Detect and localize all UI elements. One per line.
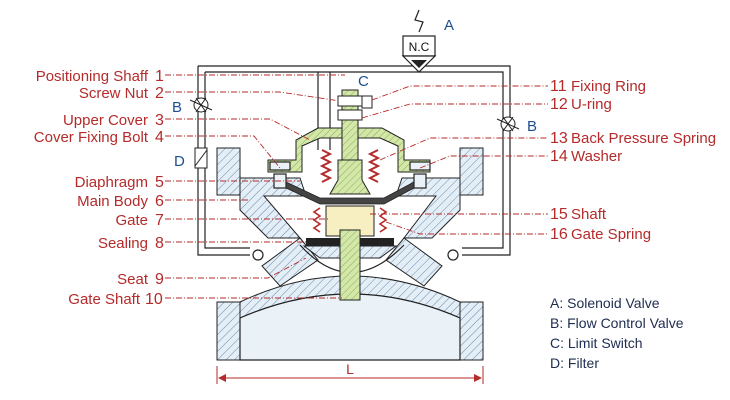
callout-2: Screw Nut 2 (79, 85, 341, 102)
callout-4: Cover Fixing Bolt 4 (34, 129, 281, 169)
callout-11: 11 Fixing Ring (371, 78, 646, 101)
callout-9: Seat 9 (117, 257, 307, 288)
svg-text:9: 9 (155, 271, 164, 288)
svg-text:Main Body: Main Body (77, 193, 148, 210)
svg-text:8: 8 (155, 235, 164, 252)
callout-1: Positioning Shaff 1 (36, 68, 345, 85)
length-dimension: L (216, 361, 484, 384)
callout-3: Upper Cover 3 (63, 112, 311, 141)
lightning-icon (414, 9, 424, 33)
solenoid-valve: N.C A (401, 9, 454, 73)
svg-text:Shaft: Shaft (571, 206, 607, 223)
svg-text:Sealing: Sealing (98, 235, 148, 252)
callout-8: Sealing 8 (98, 235, 308, 252)
svg-text:13: 13 (550, 130, 568, 147)
svg-text:4: 4 (155, 129, 164, 146)
letter-d: D (174, 153, 185, 170)
svg-text:16: 16 (550, 226, 568, 243)
svg-text:Seat: Seat (117, 271, 149, 288)
positioning-shaft: C (337, 73, 373, 161)
callout-14: 14 Washer (419, 148, 622, 169)
svg-text:6: 6 (155, 193, 164, 210)
svg-text:Positioning Shaff: Positioning Shaff (36, 68, 149, 85)
legend-solenoid-valve: A: Solenoid Valve (550, 295, 660, 311)
gate-assembly (302, 205, 398, 301)
svg-text:14: 14 (550, 148, 568, 165)
svg-text:2: 2 (155, 85, 164, 102)
letter-c: C (358, 73, 369, 90)
svg-text:U-ring: U-ring (571, 96, 612, 113)
callout-12: 12 U-ring (361, 96, 612, 119)
flow-control-valve-left: B (172, 97, 213, 116)
callout-10: Gate Shaft 10 (68, 291, 342, 308)
legend-filter: D: Filter (550, 355, 599, 371)
length-label: L (346, 361, 354, 377)
pilot-tubing (197, 65, 511, 261)
svg-text:Cover Fixing Bolt: Cover Fixing Bolt (34, 129, 149, 146)
back-pressure-spring (319, 149, 381, 183)
callout-16: 16 Gate Spring (385, 221, 651, 243)
legend-limit-switch: C: Limit Switch (550, 335, 643, 351)
callout-15: 15 Shaft (370, 206, 607, 223)
svg-text:15: 15 (550, 206, 568, 223)
callout-13: 13 Back Pressure Spring (379, 130, 716, 161)
svg-text:3: 3 (155, 112, 164, 129)
svg-text:Fixing Ring: Fixing Ring (571, 78, 646, 95)
nc-label: N.C (409, 40, 430, 54)
flow-control-valve-right: B (496, 116, 537, 135)
svg-text:Washer: Washer (571, 148, 622, 165)
filter: D (174, 147, 208, 170)
svg-text:Gate Spring: Gate Spring (571, 226, 651, 243)
svg-text:11: 11 (550, 78, 567, 95)
svg-text:Back Pressure Spring: Back Pressure Spring (571, 130, 716, 147)
svg-text:Gate Shaft: Gate Shaft (68, 291, 141, 308)
svg-text:Gate: Gate (115, 212, 148, 229)
diaphragm (285, 181, 415, 205)
svg-text:1: 1 (155, 68, 164, 85)
letter-a: A (444, 17, 454, 34)
letter-b-left: B (172, 99, 182, 116)
svg-text:7: 7 (155, 212, 164, 229)
main-body (216, 147, 484, 361)
callout-7: Gate 7 (115, 212, 328, 229)
legend: A: Solenoid Valve B: Flow Control Valve … (550, 295, 684, 371)
svg-text:5: 5 (155, 174, 164, 191)
svg-text:Upper Cover: Upper Cover (63, 112, 148, 129)
callout-5: Diaphragm 5 (75, 174, 300, 191)
legend-flow-control-valve: B: Flow Control Valve (550, 315, 684, 331)
svg-text:Screw Nut: Screw Nut (79, 85, 149, 102)
svg-text:12: 12 (550, 96, 568, 113)
callouts-right: 11 Fixing Ring 12 U-ring 13 Back Pressur… (361, 78, 716, 243)
svg-text:10: 10 (145, 291, 163, 308)
central-shaft (329, 159, 371, 195)
svg-text:Diaphragm: Diaphragm (75, 174, 148, 191)
letter-b-right: B (527, 118, 537, 135)
callout-6: Main Body 6 (77, 193, 250, 210)
callouts-left: Positioning Shaff 1 Screw Nut 2 Upper Co… (34, 68, 345, 308)
